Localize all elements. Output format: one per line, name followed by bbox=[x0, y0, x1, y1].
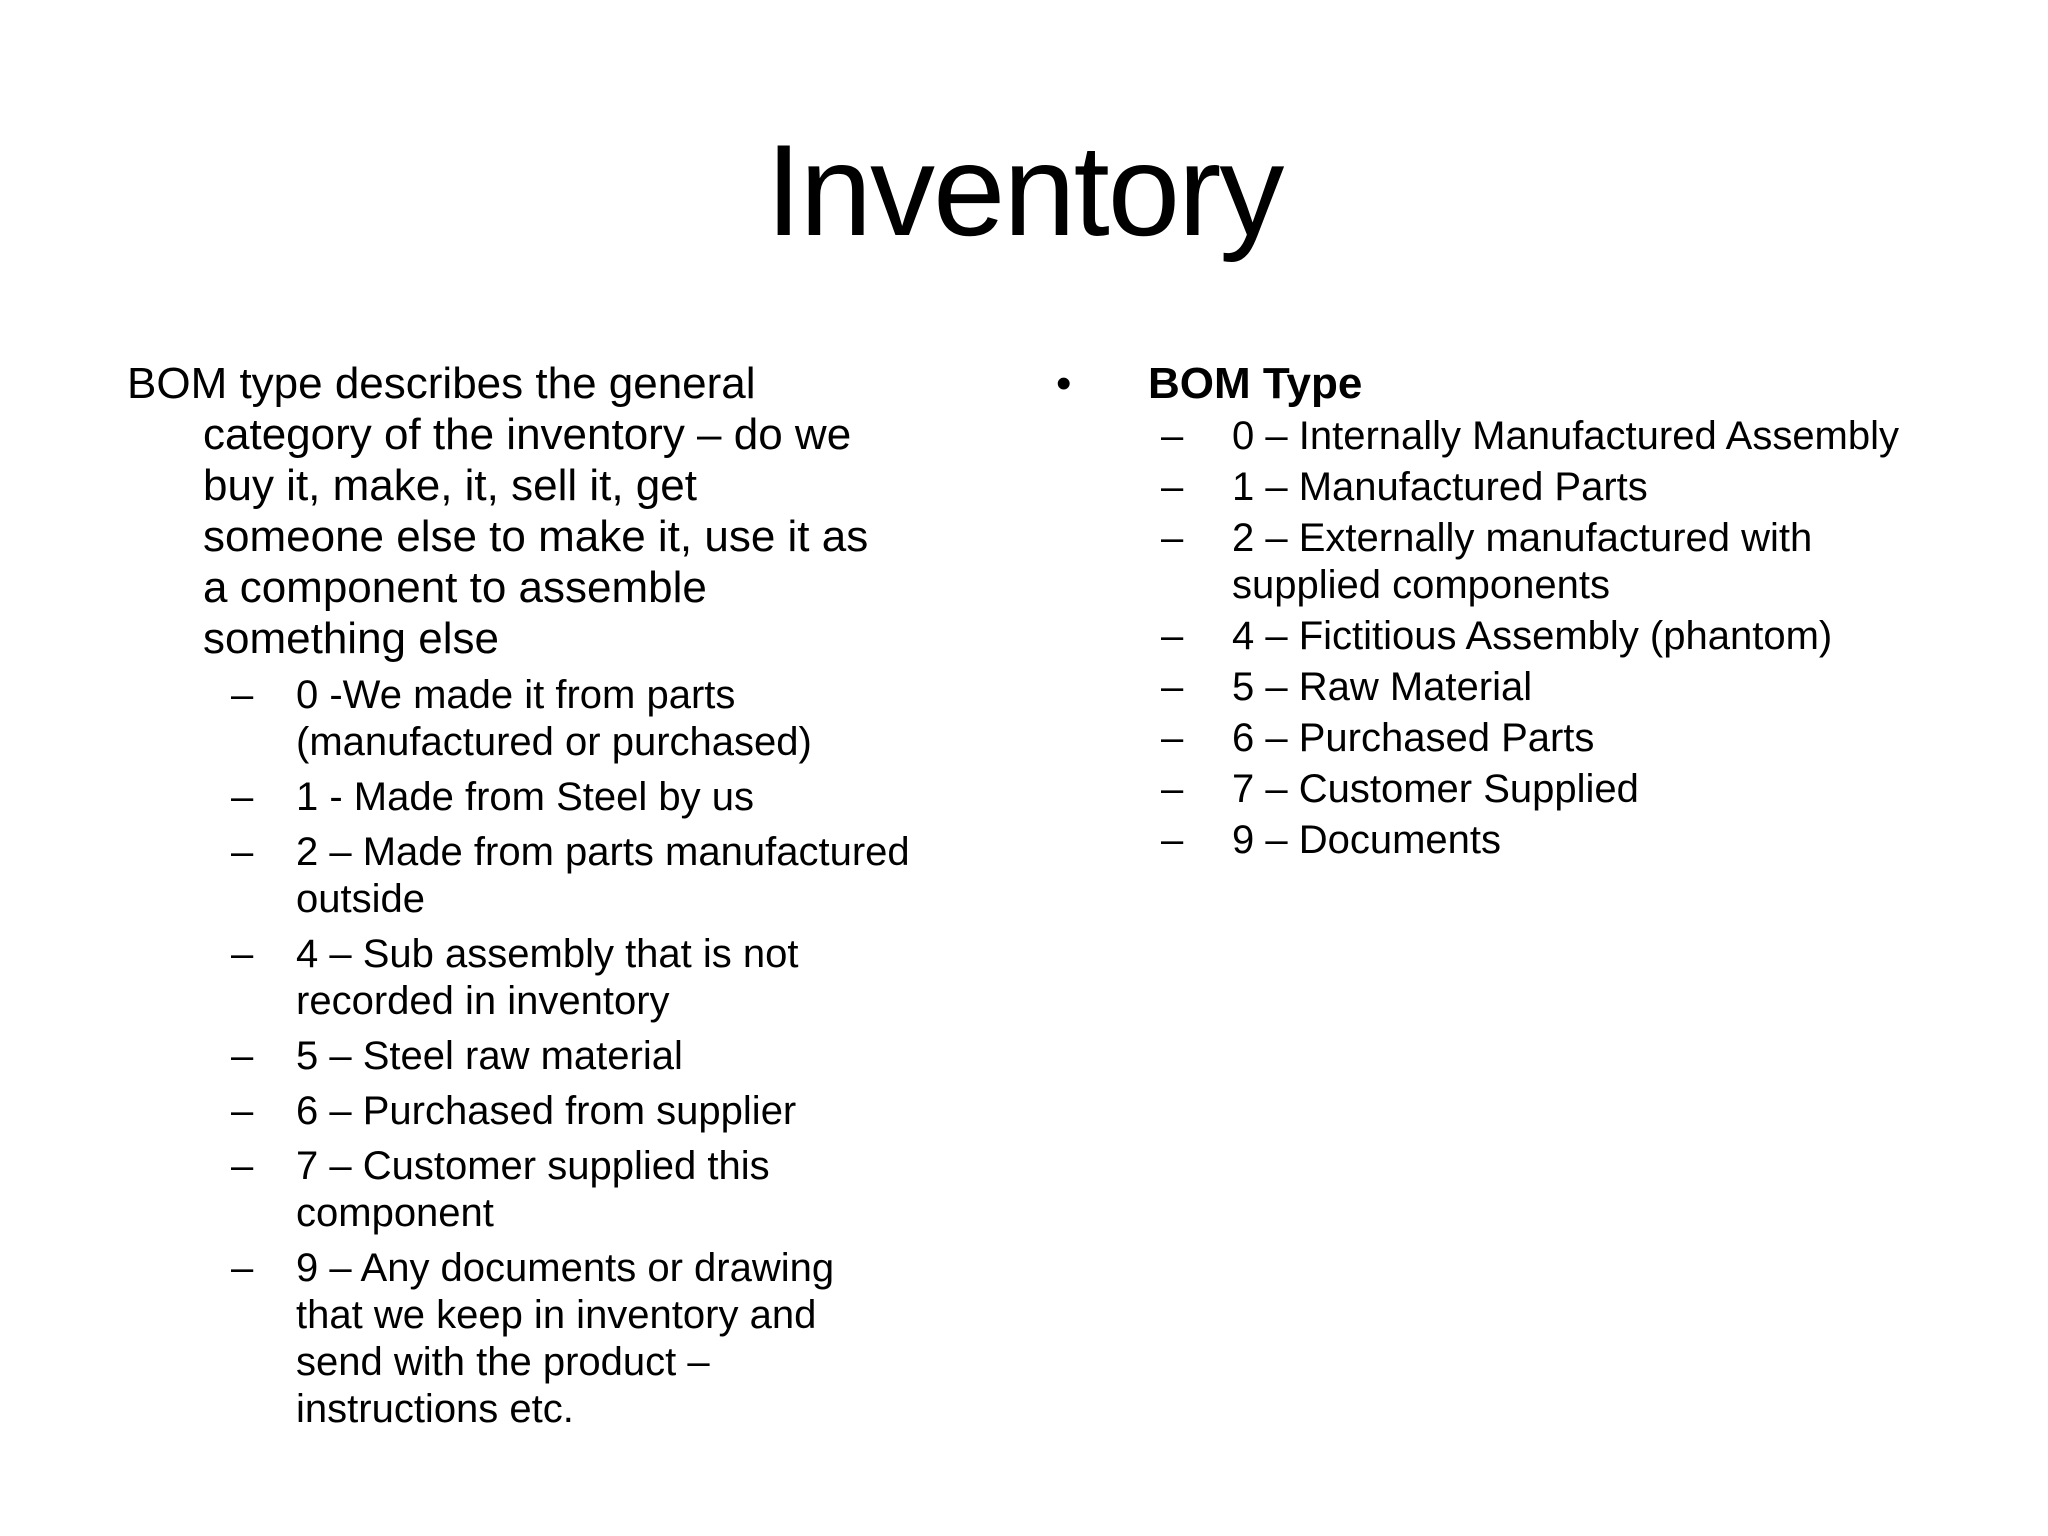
dash-bullet: – bbox=[231, 1089, 254, 1133]
right-sub-bullet-list: – 0 – Internally Manufactured Assembly –… bbox=[1161, 413, 2020, 864]
list-item: – 7 – Customer supplied this component bbox=[231, 1143, 1037, 1237]
list-item: – 1 – Manufactured Parts bbox=[1161, 464, 2020, 511]
dash-bullet: – bbox=[231, 775, 254, 819]
list-item: – 9 – Any documents or drawing that we k… bbox=[231, 1245, 1037, 1433]
list-item: – 0 -We made it from parts (manufactured… bbox=[231, 672, 1037, 766]
list-item: – 4 – Sub assembly that is not recorded … bbox=[231, 931, 1037, 1025]
dash-bullet: – bbox=[1161, 665, 1184, 709]
list-item: – 2 – Externally manufactured with suppl… bbox=[1161, 515, 2020, 609]
dash-bullet: – bbox=[1161, 465, 1184, 509]
dash-bullet: – bbox=[231, 1034, 254, 1078]
round-bullet: • bbox=[1056, 359, 1072, 408]
list-item-text: 4 – Fictitious Assembly (phantom) bbox=[1232, 614, 1833, 658]
dash-bullet: – bbox=[1161, 818, 1184, 862]
list-item: – 1 - Made from Steel by us bbox=[231, 774, 1037, 821]
list-item-text: 6 – Purchased Parts bbox=[1232, 716, 1595, 760]
list-item: – 7 – Customer Supplied bbox=[1161, 766, 2020, 813]
list-item: – 6 – Purchased from supplier bbox=[231, 1088, 1037, 1135]
list-item-text: 9 – Documents bbox=[1232, 818, 1502, 862]
list-item: – 2 – Made from parts manufactured outsi… bbox=[231, 829, 1037, 923]
list-item-text: 6 – Purchased from supplier bbox=[296, 1089, 797, 1133]
dash-bullet: – bbox=[1161, 716, 1184, 760]
dash-bullet: – bbox=[1161, 516, 1184, 560]
list-item-text: 0 – Internally Manufactured Assembly bbox=[1232, 414, 1900, 458]
list-item-text: 1 - Made from Steel by us bbox=[296, 775, 754, 819]
dash-bullet: – bbox=[1161, 414, 1184, 458]
left-text-column: BOM type describes the general category … bbox=[127, 358, 1037, 1433]
dash-bullet: – bbox=[231, 1144, 254, 1188]
lead-paragraph: BOM type describes the general category … bbox=[127, 359, 869, 663]
list-item-text: 7 – Customer Supplied bbox=[1232, 767, 1639, 811]
list-item-text: 5 – Steel raw material bbox=[296, 1034, 683, 1078]
list-item: – 5 – Steel raw material bbox=[231, 1033, 1037, 1080]
list-item: – 0 – Internally Manufactured Assembly bbox=[1161, 413, 2020, 460]
list-item-text: 7 – Customer supplied this component bbox=[296, 1144, 770, 1235]
list-item: – 9 – Documents bbox=[1161, 817, 2020, 864]
list-item-text: 2 – Made from parts manufactured outside bbox=[296, 830, 910, 921]
list-item-text: 5 – Raw Material bbox=[1232, 665, 1533, 709]
list-item-text: 1 – Manufactured Parts bbox=[1232, 465, 1648, 509]
dash-bullet: – bbox=[1161, 767, 1184, 811]
dash-bullet: – bbox=[1161, 614, 1184, 658]
dash-bullet: – bbox=[231, 932, 254, 976]
bom-type-heading-row: • BOM Type bbox=[1040, 358, 2020, 409]
list-item-text: 9 – Any documents or drawing that we kee… bbox=[296, 1246, 835, 1431]
bom-type-heading: BOM Type bbox=[1148, 359, 1363, 408]
list-item-text: 4 – Sub assembly that is not recorded in… bbox=[296, 932, 799, 1023]
list-item-text: 0 -We made it from parts (manufactured o… bbox=[296, 673, 812, 764]
right-text-column: • BOM Type – 0 – Internally Manufactured… bbox=[1040, 358, 2020, 864]
dash-bullet: – bbox=[231, 830, 254, 874]
list-item: – 6 – Purchased Parts bbox=[1161, 715, 2020, 762]
slide-title: Inventory bbox=[765, 117, 1285, 263]
list-item: – 5 – Raw Material bbox=[1161, 664, 2020, 711]
dash-bullet: – bbox=[231, 673, 254, 717]
left-sub-bullet-list: – 0 -We made it from parts (manufactured… bbox=[231, 672, 1037, 1433]
list-item: – 4 – Fictitious Assembly (phantom) bbox=[1161, 613, 2020, 660]
list-item-text: 2 – Externally manufactured with supplie… bbox=[1232, 516, 1813, 607]
dash-bullet: – bbox=[231, 1246, 254, 1290]
